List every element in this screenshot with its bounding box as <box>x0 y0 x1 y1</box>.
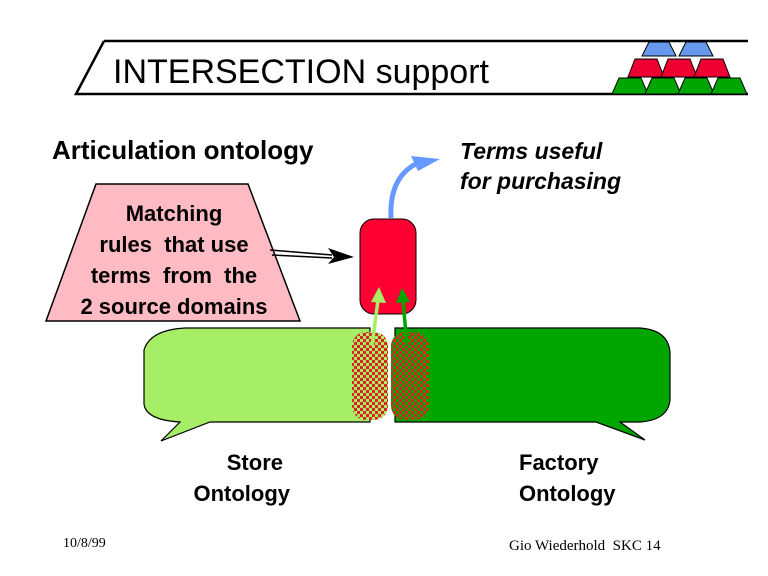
rules-line-2: rules that use <box>99 232 249 257</box>
store-ontology-label: Store Ontology <box>170 447 290 509</box>
factory-to-articulation-arrow <box>396 288 410 347</box>
footer-credit: Gio Wiederhold SKC 14 <box>509 538 661 554</box>
logo-block-green <box>677 77 715 95</box>
store-to-articulation-arrow <box>370 287 386 347</box>
rules-line-3: terms from the <box>90 263 258 288</box>
logo-block-blue <box>678 41 714 57</box>
matching-rules-box <box>44 183 302 322</box>
terms-output-arrow <box>388 156 440 219</box>
logo-block-red <box>627 58 665 78</box>
factory-ontology-label: Factory Ontology <box>519 447 616 509</box>
logo-block-red <box>660 58 698 78</box>
logo-block-red <box>693 58 731 78</box>
factory-intersection-region <box>391 332 429 420</box>
title-banner-slant-line <box>73 40 748 96</box>
rules-line-4: 2 source domains <box>80 294 268 319</box>
logo-pyramid-icon <box>611 41 748 95</box>
logo-block-green <box>644 77 682 95</box>
terms-useful-annotation: Terms useful for purchasing <box>460 136 621 196</box>
store-ontology-bubble <box>143 327 371 442</box>
logo-block-green <box>710 77 748 95</box>
slide-title: INTERSECTION support <box>113 53 489 91</box>
factory-label-line-1: Factory <box>519 450 599 475</box>
rules-line-1: Matching <box>125 201 223 226</box>
logo-block-blue <box>641 41 677 57</box>
title-banner <box>73 39 748 96</box>
matching-rules-text: Matching rules that use terms from the 2… <box>46 198 302 322</box>
footer-date: 10/8/99 <box>63 536 106 551</box>
factory-ontology-bubble <box>394 327 671 441</box>
logo-block-green <box>611 77 649 95</box>
store-label-line-1: Store <box>226 450 283 475</box>
rules-to-articulation-arrow <box>269 248 354 264</box>
store-intersection-region <box>352 332 388 420</box>
articulation-ontology-heading: Articulation ontology <box>52 135 314 165</box>
factory-label-line-2: Ontology <box>519 481 616 506</box>
store-label-line-2: Ontology <box>193 481 290 506</box>
terms-useful-line-1: Terms useful <box>460 138 603 164</box>
terms-useful-line-2: for purchasing <box>460 168 622 194</box>
